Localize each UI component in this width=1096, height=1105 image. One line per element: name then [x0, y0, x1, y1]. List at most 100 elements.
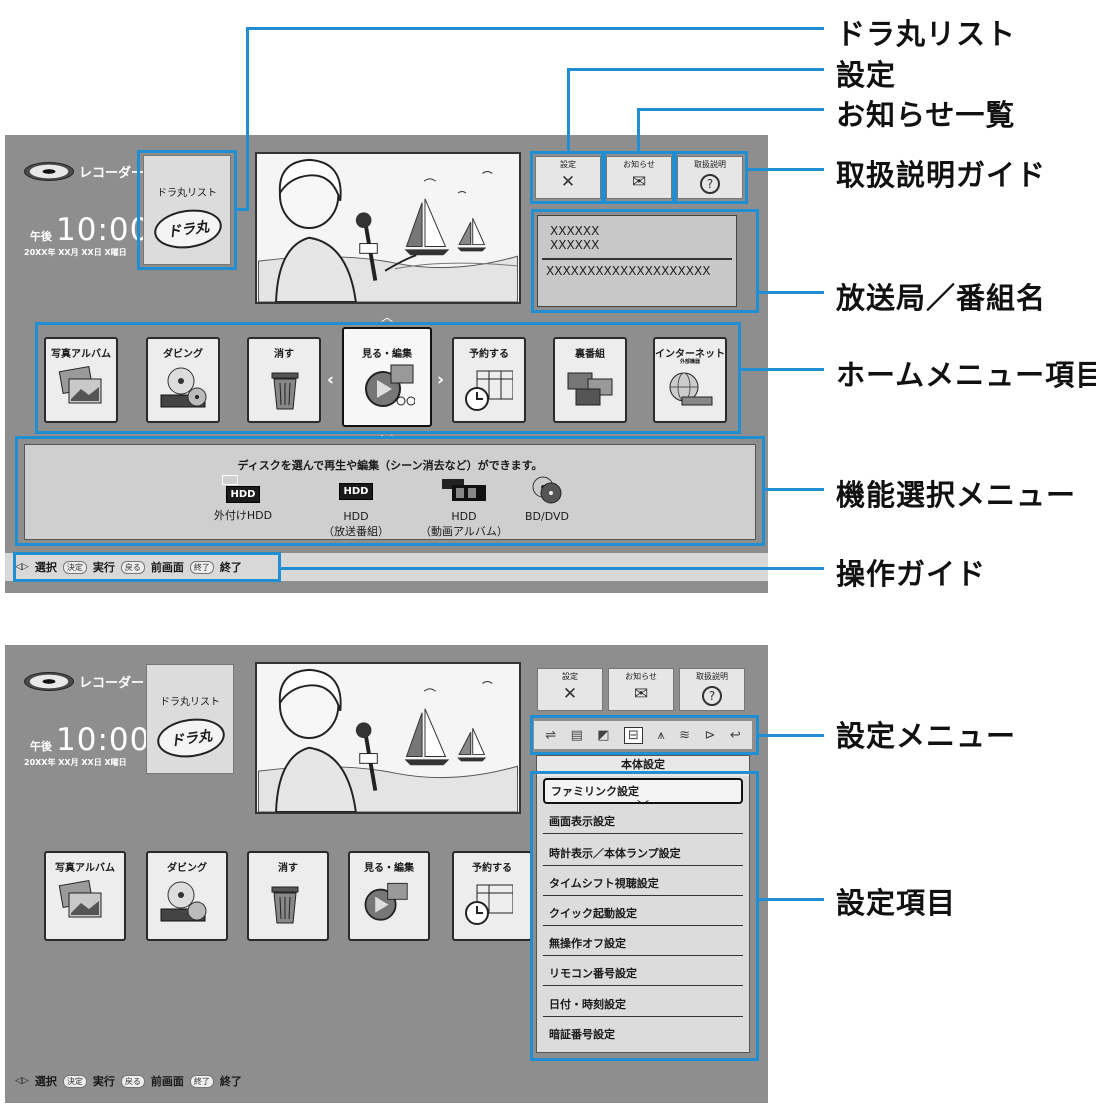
menu-tile-internet[interactable]: インターネット 外部機器 [653, 337, 727, 423]
enter-key-icon: 決定 [62, 560, 87, 574]
photo-album-icon [58, 879, 102, 918]
callout-notices: お知らせ一覧 [836, 98, 1016, 132]
menu-tile-reserve[interactable]: 予約する [452, 851, 532, 941]
settings-item[interactable]: 画面表示設定 [543, 808, 743, 834]
dora-list-button[interactable]: ドラ丸リスト ドラ丸 [143, 155, 231, 265]
menu-tile-delete[interactable]: 消す [247, 337, 321, 423]
return-icon[interactable]: ↩ [729, 727, 741, 743]
display-icon[interactable]: ◩ [597, 727, 610, 743]
highlight-manual [672, 151, 748, 204]
line [567, 68, 824, 71]
back-key-icon: 戻る [120, 560, 145, 574]
highlight-dora-list [137, 150, 237, 270]
settings-items-panel: 本体設定 ファミリンク設定 画面表示設定 時計表示／本体ランプ設定 タイムシフト… [536, 755, 750, 1053]
date: 20XX年 XX月 XX日 X曜日 [24, 248, 127, 257]
settings-item[interactable]: 無操作オフ設定 [543, 930, 743, 956]
clock: 午後 10:00 [30, 212, 151, 248]
func-hdd-video-album[interactable]: HDD （動画アルバム） [409, 477, 519, 539]
clock: 午後 10:00 [30, 722, 151, 758]
channel-program-info: XXXXXX XXXXXX XXXXXXXXXXXXXXXXXXXX [537, 215, 737, 307]
highlight-settings-menu [530, 715, 759, 755]
chevron-up-icon: ︿ [381, 310, 394, 324]
line [234, 208, 249, 211]
settings-item[interactable]: 日付・時刻設定 [543, 991, 743, 1017]
func-bd-dvd[interactable]: BD/DVD [492, 475, 602, 523]
hdd-icon: HDD [338, 483, 374, 500]
func-hdd-broadcast[interactable]: HDD HDD （放送番組） [301, 483, 411, 539]
dubbing-icon [160, 367, 207, 408]
callout-settings-items: 設定項目 [836, 886, 957, 920]
highlight-home-menu [35, 322, 741, 434]
date: 20XX年 XX月 XX日 X曜日 [24, 758, 127, 767]
network-icon[interactable]: ≋ [679, 727, 691, 743]
menu-tile-photo-album[interactable]: 写真アルバム [44, 337, 118, 423]
highlight-settings [530, 151, 606, 204]
line [759, 734, 824, 737]
line [759, 291, 824, 294]
line [748, 168, 824, 171]
dpad-icon: ◁▷ [15, 562, 29, 572]
settings-button[interactable]: 設定 ✕ [537, 668, 603, 711]
settings-item[interactable]: リモコン番号設定 [543, 960, 743, 986]
input-icon[interactable]: ⊳ [704, 727, 716, 743]
menu-prev-arrow[interactable]: ‹ [327, 370, 335, 390]
broadcast-scene-illustration [258, 158, 518, 302]
connection-icon[interactable]: ⇌ [545, 727, 557, 743]
settings-item[interactable]: 時計表示／本体ランプ設定 [543, 840, 743, 866]
line [567, 68, 570, 152]
settings-item[interactable]: 暗証番号設定 [549, 1028, 615, 1041]
tools-icon: ✕ [562, 684, 578, 704]
line [281, 567, 824, 570]
play-edit-icon [365, 364, 415, 407]
disc-icon [24, 162, 74, 181]
menu-tile-reserve[interactable]: 予約する [452, 337, 526, 423]
tools-icon: ✕ [560, 172, 576, 192]
menu-tile-photo-album[interactable]: 写真アルバム [44, 851, 126, 941]
settings-category-strip: ⇌ ▤ ◩ ⊟ ⩚ ≋ ⊳ ↩ [534, 721, 752, 749]
card-icon[interactable]: ▤ [570, 727, 583, 743]
settings-item[interactable]: タイムシフト視聴設定 [543, 870, 743, 896]
hdd-icon: HDD [225, 486, 261, 503]
notices-button[interactable]: お知らせ ✉ [606, 156, 672, 199]
disc-stack-icon [532, 476, 562, 504]
menu-tile-dubbing[interactable]: ダビング [146, 851, 228, 941]
line [637, 108, 824, 111]
dpad-icon: ◁▷ [15, 1076, 29, 1086]
settings-item[interactable]: ファミリンク設定 [543, 778, 743, 804]
highlight-func-menu [15, 436, 765, 546]
func-external-hdd[interactable]: HDD 外付けHDD [188, 475, 298, 523]
timer-record-icon [465, 884, 513, 925]
divider [542, 258, 732, 260]
manual-button[interactable]: 取扱説明 ? [679, 668, 745, 711]
manual-button[interactable]: 取扱説明 ? [677, 156, 743, 199]
line [759, 898, 824, 901]
exit-key-icon: 終了 [189, 1074, 214, 1088]
settings-button[interactable]: 設定 ✕ [535, 156, 601, 199]
trash-icon [271, 372, 299, 410]
film-icon [442, 479, 486, 501]
broadcast-scene-illustration [258, 668, 518, 812]
dora-list-button[interactable]: ドラ丸リスト ドラ丸 [146, 664, 234, 774]
menu-tile-dubbing[interactable]: ダビング [146, 337, 220, 423]
menu-tile-delete[interactable]: 消す [247, 851, 329, 941]
callout-dora-list: ドラ丸リスト [836, 17, 1017, 51]
menu-tile-view-edit[interactable]: 見る・編集 [348, 851, 430, 941]
envelope-icon: ✉ [633, 684, 649, 704]
play-edit-icon [364, 882, 408, 921]
disc-icon [24, 672, 74, 691]
timer-record-icon [465, 370, 513, 411]
device-settings-icon[interactable]: ⊟ [624, 726, 643, 744]
notices-button[interactable]: お知らせ ✉ [608, 668, 674, 711]
recorder-label: レコーダー [24, 672, 144, 691]
settings-item[interactable]: クイック起動設定 [543, 900, 743, 926]
menu-tile-other-programs[interactable]: 裏番組 [553, 337, 627, 423]
antenna-icon[interactable]: ⩚ [657, 727, 665, 743]
menu-tile-view-edit[interactable]: 見る・編集 [342, 327, 432, 427]
line [765, 488, 824, 491]
help-icon: ? [702, 686, 722, 706]
menu-next-arrow[interactable]: › [437, 370, 445, 390]
function-menu: ディスクを選んで再生や編集（シーン消去など）ができます。 HDD 外付けHDD … [24, 444, 756, 540]
enter-key-icon: 決定 [62, 1074, 87, 1088]
envelope-icon: ✉ [631, 172, 647, 192]
highlight-settings-items [530, 771, 759, 1061]
